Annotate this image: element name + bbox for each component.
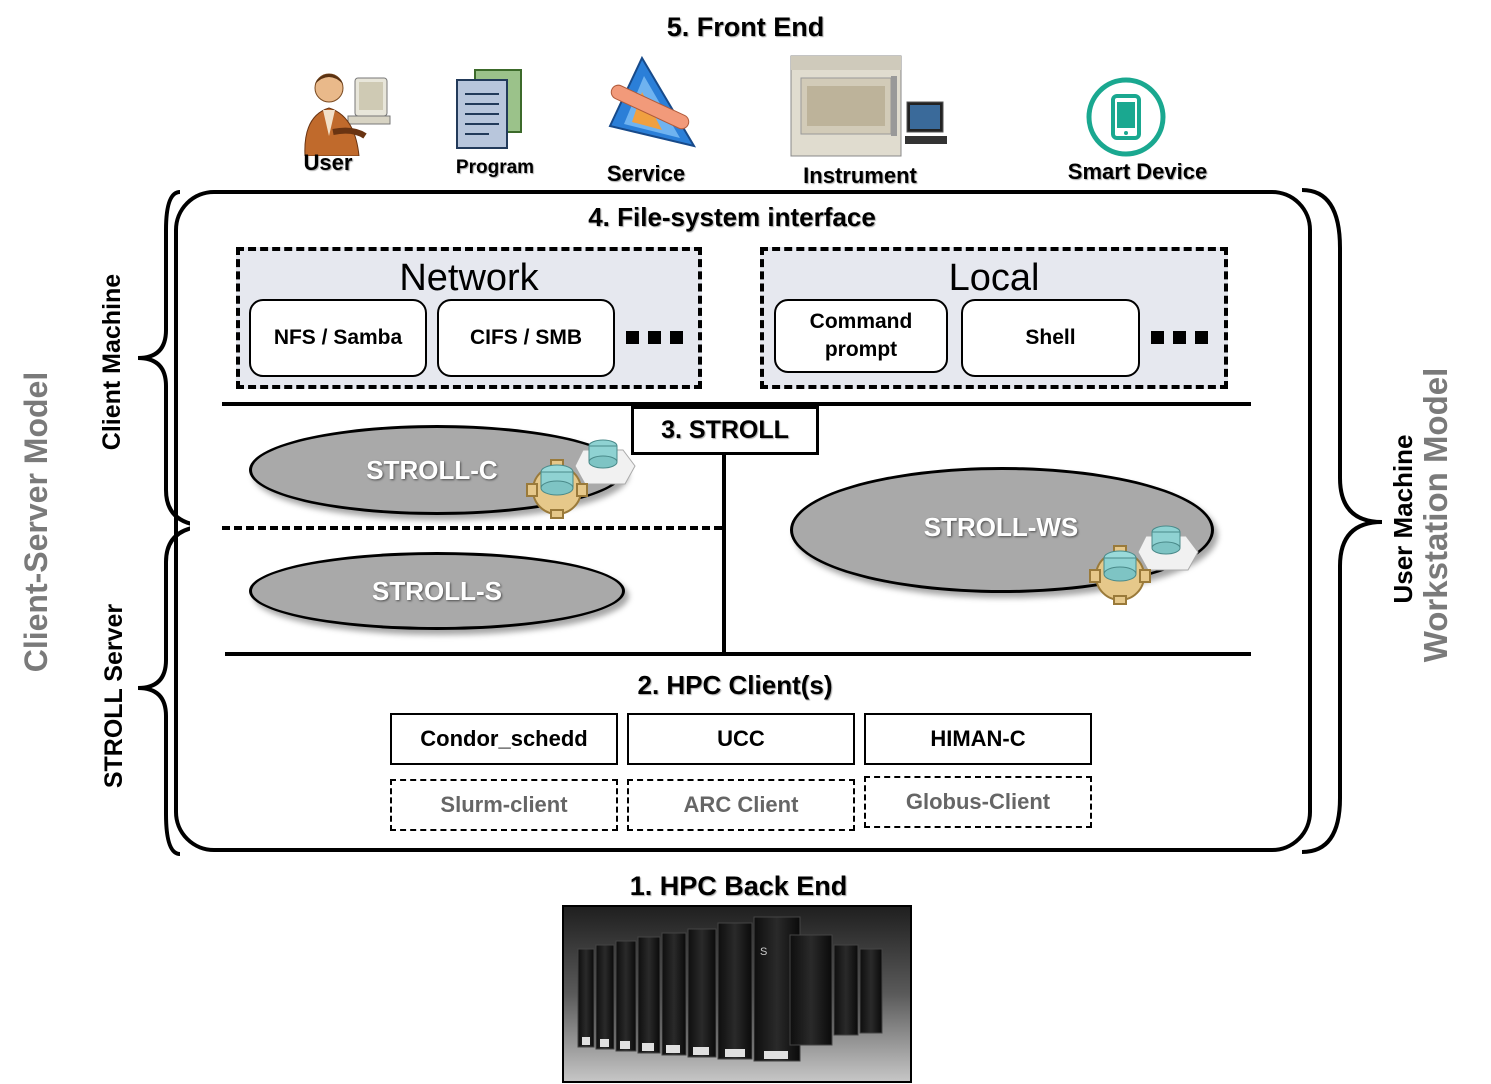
stroll-title-box: 3. STROLL [631,406,819,455]
condor-schedd-box: Condor_schedd [390,713,618,765]
stroll-c-label: STROLL-C [366,454,498,485]
instrument-label: Instrument [803,163,917,188]
himan-c-box: HIMAN-C [864,713,1092,765]
cifs-smb-label: CIFS / SMB [469,326,582,349]
program-icon [456,69,522,149]
globus-client-label: Globus-Client [905,789,1051,814]
shell-box: Shell [961,299,1140,377]
ucc-label: UCC [717,726,765,751]
shell-label: Shell [1025,326,1076,349]
command-prompt-box: Command prompt [774,299,948,373]
stroll-s-ellipse: STROLL-S [249,552,625,630]
network-more-dots [626,331,683,344]
hpc-clients-title: 2. HPC Client(s) [637,670,833,700]
service-icon [608,56,697,148]
filesystem-title: 4. File-system interface [588,202,876,232]
globus-client-box: Globus-Client [864,776,1092,828]
condor-schedd-label: Condor_schedd [420,726,588,751]
slurm-client-box: Slurm-client [390,779,618,831]
himan-c-label: HIMAN-C [930,726,1026,751]
gear-database-icon-ws [1089,525,1199,605]
command-prompt-label: Command prompt [809,310,913,361]
local-title: Local [948,257,1040,299]
nfs-samba-label: NFS / Samba [273,326,403,349]
stroll-s-label: STROLL-S [372,575,502,606]
arc-client-box: ARC Client [627,779,855,831]
upper-divider [222,402,1251,406]
stroll-server-label: STROLL Server [100,603,128,789]
user-icon [304,73,391,156]
workstation-model-label: Workstation Model [1417,367,1454,663]
front-end-title: 5. Front End [666,12,825,42]
user-machine-label: User Machine [1388,434,1418,604]
left-braces [137,190,190,856]
hpc-server-racks-image: S [562,905,912,1083]
local-more-dots [1151,331,1208,344]
back-end-title: 1. HPC Back End [629,871,848,901]
vertical-divider [722,455,726,655]
program-label: Program [455,157,535,178]
smart-device-label: Smart Device [1067,159,1208,184]
nfs-samba-box: NFS / Samba [249,299,427,377]
instrument-icon [790,55,947,157]
arc-client-label: ARC Client [683,792,799,817]
slurm-client-label: Slurm-client [440,792,568,817]
stroll-title: 3. STROLL [661,416,789,444]
client-server-dashed-divider [222,526,722,530]
client-server-model-label: Client-Server Model [18,371,54,673]
user-label: User [303,150,353,175]
service-label: Service [606,161,686,186]
svg-text:S: S [760,946,767,958]
smart-device-icon [1086,77,1166,157]
network-title: Network [399,257,539,299]
right-brace [1301,188,1383,854]
client-machine-label: Client Machine [98,273,126,451]
ucc-box: UCC [627,713,855,765]
gear-database-icon [526,439,636,519]
stroll-ws-ellipse: STROLL-WS [790,467,1214,593]
stroll-ws-label: STROLL-WS [923,511,1079,542]
system-container [174,190,1312,852]
lower-divider [225,652,1251,656]
cifs-smb-box: CIFS / SMB [437,299,615,377]
